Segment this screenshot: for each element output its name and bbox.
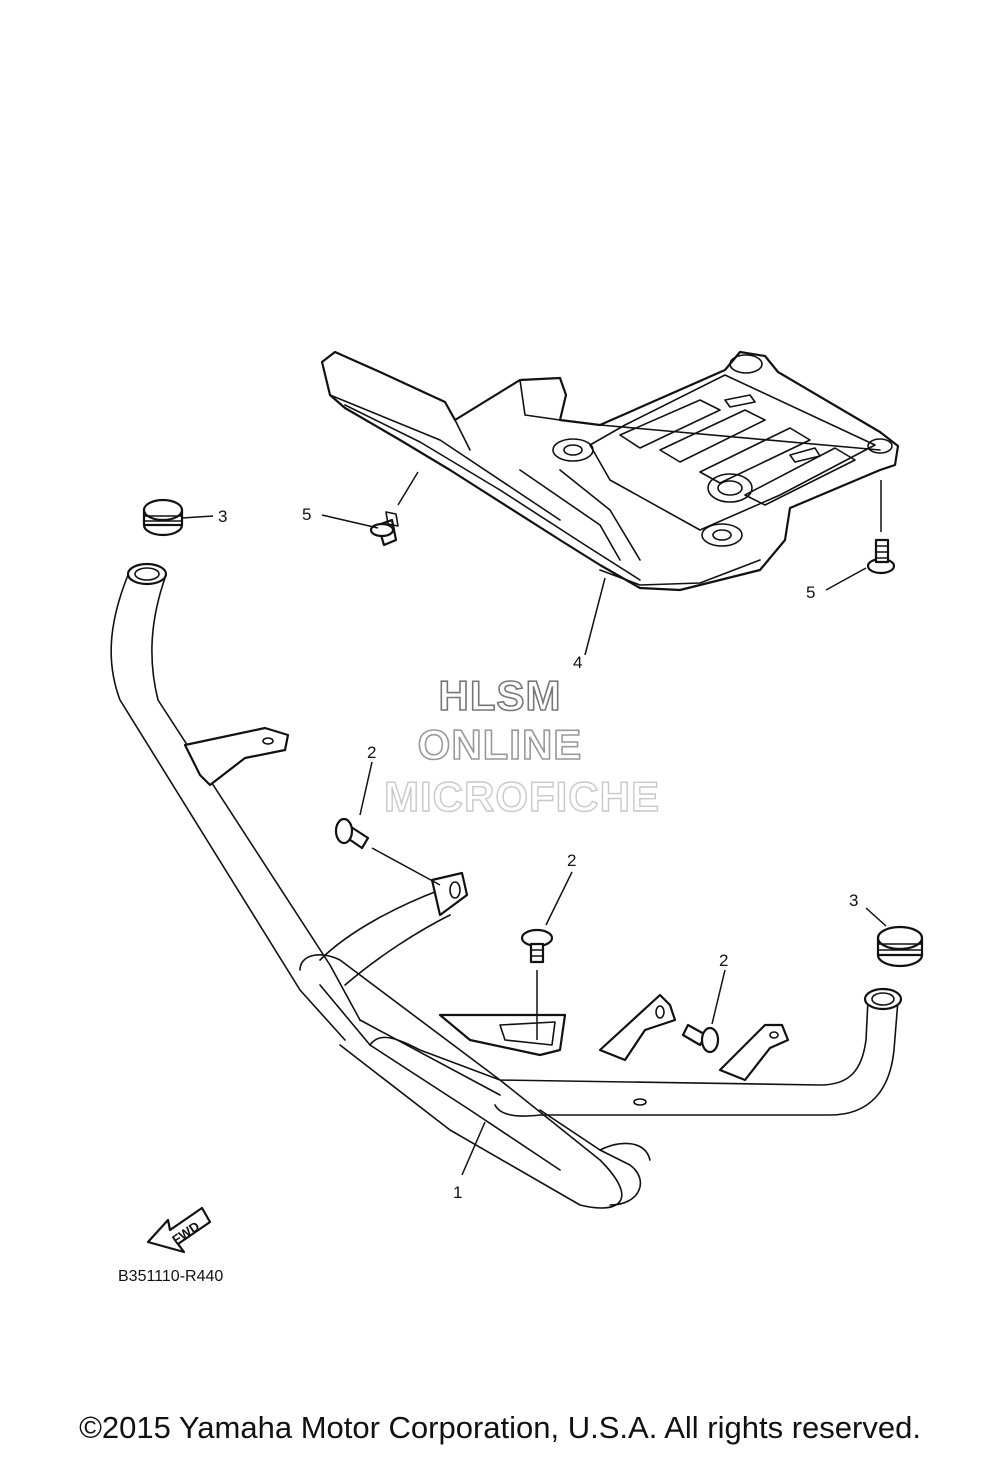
callout-1: 1 xyxy=(453,1183,462,1202)
front-bumper xyxy=(110,562,903,1209)
bolt-2-center xyxy=(520,928,554,964)
bolt-2-left xyxy=(334,817,370,850)
callout-4: 4 xyxy=(573,653,582,672)
callout-2-center: 2 xyxy=(567,851,576,870)
skid-plate xyxy=(320,350,900,592)
bolt-2-right xyxy=(681,1023,720,1054)
watermark-line-1: HLSM xyxy=(438,671,562,720)
diagram-code: B351110-R440 xyxy=(118,1268,224,1285)
bolt-5-left xyxy=(369,511,399,547)
fwd-arrow-icon: FWD xyxy=(146,1206,212,1254)
copyright-notice: ©2015 Yamaha Motor Corporation, U.S.A. A… xyxy=(79,1410,921,1445)
callout-2-left: 2 xyxy=(367,743,376,762)
callout-5-right: 5 xyxy=(806,583,815,602)
cap-3-right xyxy=(876,925,924,968)
bolt-5-right xyxy=(866,538,896,575)
watermark-line-2: ONLINE xyxy=(417,720,583,769)
callout-3-left: 3 xyxy=(218,507,227,526)
callout-2-right: 2 xyxy=(719,951,728,970)
cap-3-left xyxy=(142,498,184,537)
watermark-line-3: MICROFICHE xyxy=(383,772,660,820)
callout-5-left: 5 xyxy=(302,505,311,524)
callout-3-right: 3 xyxy=(849,891,858,910)
